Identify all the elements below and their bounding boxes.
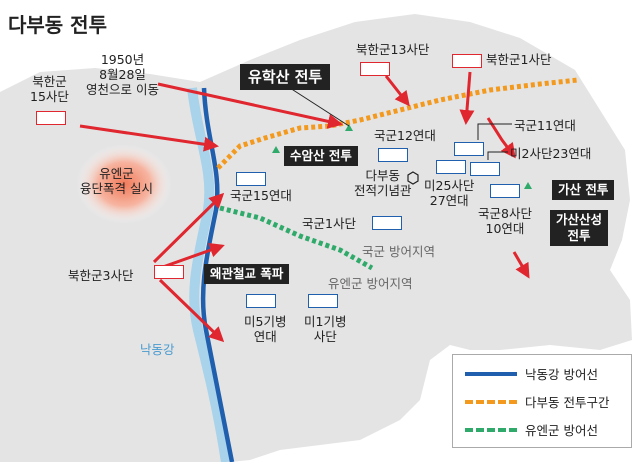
label-us5: 미5기병 연대 bbox=[244, 314, 287, 344]
label-us1cav: 미1기병 사단 bbox=[304, 314, 347, 344]
unit-box-us5 bbox=[246, 294, 276, 308]
terrain-area bbox=[0, 14, 632, 462]
callout-yuhaksan: 유학산 전투 bbox=[240, 64, 331, 90]
unit-box-nk1 bbox=[452, 54, 482, 68]
callout-suamsan: 수암산 전투 bbox=[284, 146, 358, 166]
un-line bbox=[219, 205, 374, 271]
legend-label-un: 유엔군 방어선 bbox=[525, 423, 598, 438]
label-us25-27: 미25사단 27연대 bbox=[424, 178, 475, 208]
label-nk3: 북한군3사단 bbox=[68, 268, 134, 283]
unit-box-nk15 bbox=[36, 111, 66, 125]
label-nk1: 북한군1사단 bbox=[486, 52, 552, 67]
legend-label-nakdong: 낙동강 방어선 bbox=[525, 367, 598, 382]
unit-box-us2 bbox=[470, 162, 500, 176]
label-un-bombing: 유엔군 융단폭격 실시 bbox=[80, 166, 153, 196]
unit-box-rok12 bbox=[378, 148, 408, 162]
legend-swatch-dabudong bbox=[465, 400, 517, 404]
label-rok12: 국군12연대 bbox=[374, 128, 436, 143]
label-nk15-move: 1950년 8월28일 영천으로 이동 bbox=[86, 52, 159, 97]
unit-box-rok15 bbox=[236, 172, 266, 186]
legend: 낙동강 방어선 다부동 전투구간 유엔군 방어선 bbox=[452, 354, 632, 448]
unit-box-nk3 bbox=[154, 265, 184, 279]
callout-gasansanseong: 가산산성 전투 bbox=[550, 210, 609, 246]
callout-gasan: 가산 전투 bbox=[552, 180, 615, 200]
unit-box-us1cav bbox=[308, 294, 338, 308]
unit-box-rok8 bbox=[490, 184, 520, 198]
river-light bbox=[187, 87, 231, 462]
label-rok11: 국군11연대 bbox=[514, 118, 576, 133]
bombing-zone bbox=[76, 144, 172, 224]
label-nk13: 북한군13사단 bbox=[356, 42, 430, 57]
dabudong-line bbox=[216, 77, 579, 170]
label-un-defense: 유엔군 방어지역 bbox=[328, 276, 413, 291]
label-us2-23: 미2사단23연대 bbox=[510, 146, 592, 161]
label-memorial: 다부동 전적기념관 bbox=[354, 168, 412, 198]
page-title: 다부동 전투 bbox=[8, 13, 107, 37]
label-rok8-10: 국군8사단 10연대 bbox=[478, 206, 532, 236]
label-rok15: 국군15연대 bbox=[230, 188, 292, 203]
label-rok1: 국군1사단 bbox=[302, 216, 356, 231]
unit-box-nk13 bbox=[360, 62, 390, 76]
legend-label-dabudong: 다부동 전투구간 bbox=[525, 395, 610, 410]
label-river: 낙동강 bbox=[140, 342, 175, 357]
unit-box-rok11 bbox=[454, 142, 484, 156]
legend-swatch-un bbox=[465, 428, 517, 432]
legend-swatch-nakdong bbox=[465, 372, 517, 376]
unit-box-rok1 bbox=[372, 216, 402, 230]
label-nk15: 북한군 15사단 bbox=[30, 74, 69, 104]
callout-waegwan: 왜관철교 폭파 bbox=[204, 264, 290, 284]
label-rok-defense: 국군 방어지역 bbox=[362, 244, 435, 259]
unit-box-us25 bbox=[436, 160, 466, 174]
